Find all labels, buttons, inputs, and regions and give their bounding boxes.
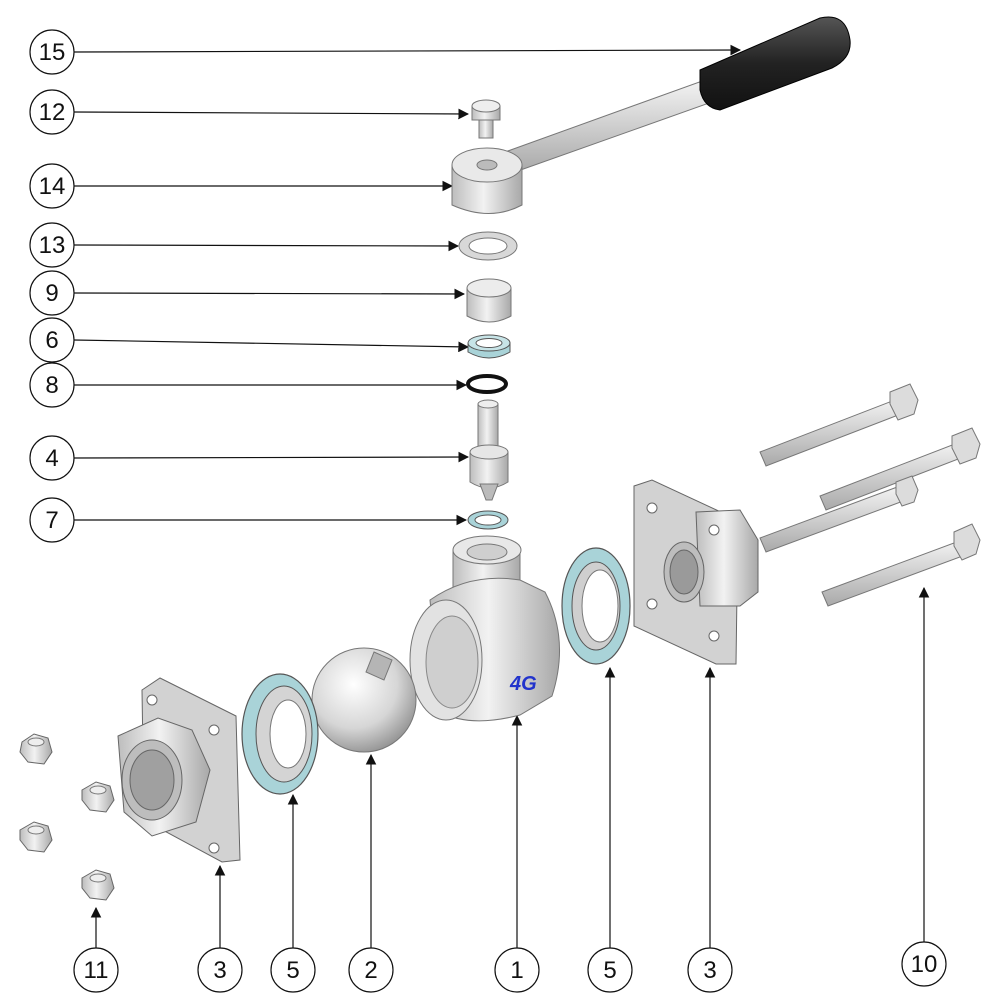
valve-body-part-1: 4G (409, 535, 560, 722)
callout-label: 11 (84, 957, 109, 984)
seal-ring-part-6 (467, 334, 511, 359)
callout-2: 2 (348, 947, 394, 993)
callout-10: 10 (901, 941, 947, 987)
callout-11: 11 (73, 947, 119, 993)
end-connector-right-part-3 (633, 479, 759, 665)
callout-label: 7 (45, 507, 58, 534)
callouts-bottom: 11 3 5 2 1 5 3 10 (73, 941, 947, 993)
handle-lever (504, 16, 851, 173)
callout-label: 5 (286, 957, 299, 984)
handle-hub-part-14 (451, 147, 523, 214)
callout-4: 4 (29, 435, 75, 481)
leader-15 (73, 44, 742, 56)
washer-part-13 (458, 231, 518, 261)
ball-part-2 (311, 647, 417, 753)
nut-11-b (81, 781, 115, 813)
o-ring-part-8 (466, 374, 508, 394)
bolt-part-12 (471, 99, 501, 139)
nut-11-d (81, 869, 115, 901)
callout-1: 1 (494, 947, 540, 993)
callout-label: 2 (364, 957, 377, 984)
end-connector-left-part-3 (117, 677, 241, 863)
nuts-part-11 (19, 733, 115, 901)
gland-nut-part-9 (466, 278, 512, 323)
nut-11-c (19, 821, 53, 853)
bolt-10-b (819, 427, 981, 511)
callout-label: 14 (39, 173, 66, 200)
callout-14: 14 (29, 163, 75, 209)
callout-label: 8 (45, 372, 58, 399)
callout-label: 4 (45, 445, 58, 472)
callout-8: 8 (29, 362, 75, 408)
leader-lines-bottom (90, 586, 930, 948)
callout-label: 13 (39, 232, 66, 259)
leader-lines-left (73, 44, 742, 526)
callout-7: 7 (29, 497, 75, 543)
callout-label: 6 (45, 327, 58, 354)
callout-3-right: 3 (687, 947, 733, 993)
callout-15: 15 (29, 29, 75, 75)
callout-label: 10 (911, 951, 938, 978)
callout-label: 3 (703, 957, 716, 984)
callout-label: 12 (39, 99, 66, 126)
callout-label: 5 (603, 957, 616, 984)
bolt-10-d (821, 523, 981, 607)
callout-12: 12 (29, 89, 75, 135)
thrust-washer-part-7 (467, 510, 509, 530)
bolt-10-c (759, 475, 919, 553)
callout-label: 9 (45, 280, 58, 307)
callouts-left: 15 12 14 13 9 6 8 4 (29, 29, 75, 543)
seat-left-part-5 (241, 673, 319, 795)
callout-9: 9 (29, 270, 75, 316)
callout-3-left: 3 (197, 947, 243, 993)
callout-label: 3 (213, 957, 226, 984)
nut-11-a (19, 733, 53, 765)
leader-13 (73, 240, 460, 252)
stem-part-4 (469, 399, 509, 501)
leader-9 (73, 288, 466, 300)
callout-label: 1 (510, 957, 523, 984)
callout-label: 15 (39, 39, 66, 66)
bolt-10-a (759, 383, 919, 467)
leader-12 (73, 108, 470, 120)
handle-grip (699, 16, 851, 111)
body-logo: 4G (509, 673, 537, 695)
callout-6: 6 (29, 317, 75, 363)
seat-right-part-5 (561, 547, 631, 665)
callout-13: 13 (29, 222, 75, 268)
bolts-part-10 (759, 383, 981, 607)
leader-4 (73, 451, 470, 463)
callout-5-right: 5 (587, 947, 633, 993)
callout-5-left: 5 (270, 947, 316, 993)
leader-6 (73, 339, 470, 353)
